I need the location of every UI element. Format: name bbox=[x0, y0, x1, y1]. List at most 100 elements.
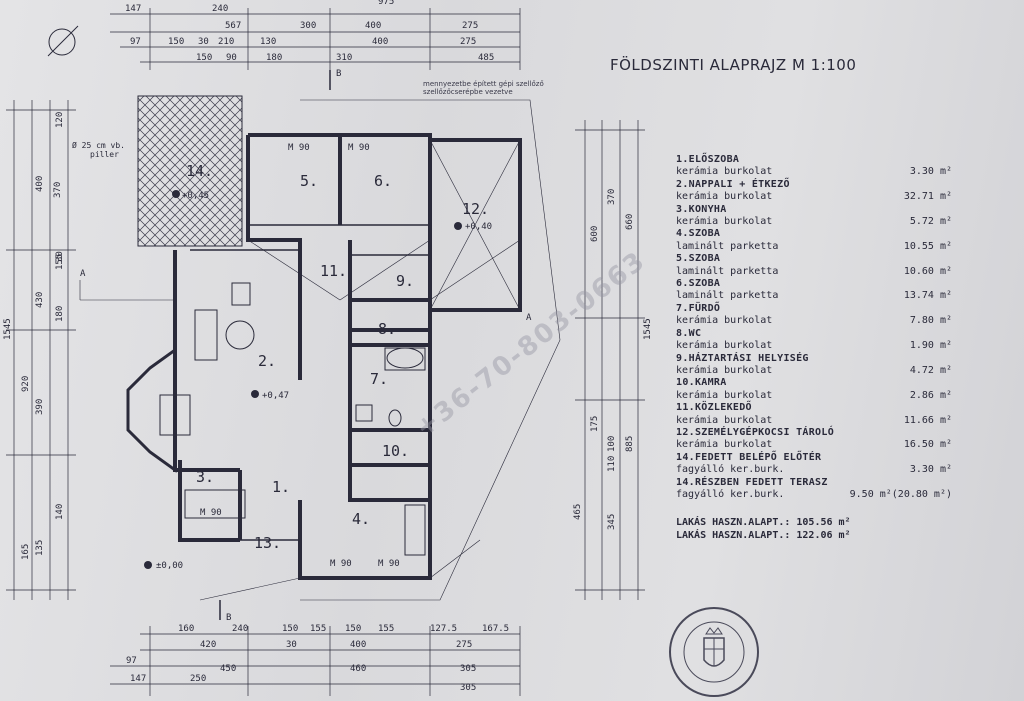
legend-room-finish: kerámia burkolat bbox=[676, 216, 773, 228]
legend-room-area: 9.50 m²(20.80 m²) bbox=[849, 488, 952, 500]
dim-label: 175 bbox=[590, 416, 600, 432]
dim-label: 167.5 bbox=[482, 624, 509, 634]
legend-room-finish-row: fagyálló ker.burk. 9.50 m²(20.80 m²) bbox=[676, 489, 956, 501]
dim-label: 30 bbox=[55, 251, 65, 262]
legend-room-finish: laminált parketta bbox=[676, 290, 779, 302]
legend-room-area: 32.71 m² bbox=[903, 191, 952, 203]
dim-label: 485 bbox=[478, 53, 494, 63]
dim-label: 150 bbox=[345, 624, 361, 634]
dim-label: 275 bbox=[456, 640, 472, 650]
legend-total-row: LAKÁS HASZN.ALAPT.: 105.56 m² bbox=[676, 517, 956, 529]
dim-label: 135 bbox=[35, 540, 45, 556]
door-marks: M 90 M 90 M 90 M 90 M 90 bbox=[200, 143, 400, 569]
dim-label: 305 bbox=[460, 664, 476, 674]
dim-label: 150 bbox=[168, 37, 184, 47]
door-mark: M 90 bbox=[378, 559, 400, 569]
level-mark: +0,40 bbox=[465, 222, 492, 232]
room-number: 13. bbox=[254, 534, 281, 552]
legend-room-finish: fagyálló ker.burk. bbox=[676, 488, 785, 500]
door-mark: M 90 bbox=[200, 508, 222, 518]
legend-room-finish-row: kerámia burkolat 11.66 m² bbox=[676, 415, 956, 427]
legend-total-value: 105.56 m² bbox=[796, 517, 851, 529]
room-number: 5. bbox=[300, 172, 318, 190]
right-dimension-lines bbox=[575, 120, 645, 600]
section-marker-b: B bbox=[226, 613, 231, 623]
legend-room-area: 7.80 m² bbox=[909, 315, 952, 327]
section-marker-a: A bbox=[80, 269, 86, 279]
note-line: mennyezetbe épített gépi szellőző bbox=[423, 80, 544, 88]
legend-room-name: 10.KAMRA bbox=[676, 377, 727, 389]
room-number: 9. bbox=[396, 272, 414, 290]
dim-label: 97 bbox=[126, 656, 137, 666]
door-mark: M 90 bbox=[288, 143, 310, 153]
living-table bbox=[159, 282, 255, 436]
legend-room-name: 5.SZOBA bbox=[676, 253, 721, 265]
legend-room-finish-row: kerámia burkolat 5.72 m² bbox=[676, 216, 956, 228]
dim-label: 305 bbox=[460, 683, 476, 693]
dim-label: 465 bbox=[573, 504, 583, 520]
legend-room-finish: kerámia burkolat bbox=[676, 414, 773, 426]
drawing-title: FÖLDSZINTI ALAPRAJZ M 1:100 bbox=[610, 56, 857, 74]
dim-label: 1545 bbox=[643, 318, 653, 340]
dim-label: 90 bbox=[226, 53, 237, 63]
dim-label: 100 bbox=[607, 436, 617, 452]
legend-room-area: 2.86 m² bbox=[909, 389, 952, 401]
dim-label: 155 bbox=[55, 254, 65, 270]
bay-window bbox=[126, 347, 177, 473]
legend-room-area: 4.72 m² bbox=[909, 364, 952, 376]
room-number: 3. bbox=[196, 468, 214, 486]
bottom-dimension-lines bbox=[110, 626, 521, 696]
right-dimension-labels: 600 370 660 1545 465 345 885 175 100 110 bbox=[573, 189, 653, 530]
door-mark: M 90 bbox=[348, 143, 370, 153]
legend-room-name: 9.HÁZTARTÁSI HELYISÉG bbox=[676, 352, 809, 364]
legend-room-finish-row: laminált parketta 13.74 m² bbox=[676, 290, 956, 302]
dim-label: 975 bbox=[378, 0, 394, 7]
dim-label: 1545 bbox=[3, 318, 13, 340]
legend-room-area: 1.90 m² bbox=[909, 340, 952, 352]
room-number: 4. bbox=[352, 510, 370, 528]
dim-label: 460 bbox=[350, 664, 366, 674]
terrace-hatch bbox=[137, 95, 243, 247]
dim-label: 30 bbox=[198, 37, 209, 47]
legend-room-finish: laminált parketta bbox=[676, 265, 779, 277]
dim-label: 155 bbox=[378, 624, 394, 634]
dim-label: 165 bbox=[21, 544, 31, 560]
legend-room-area: 5.72 m² bbox=[909, 216, 952, 228]
legend-room-name: 11.KÖZLEKEDŐ bbox=[676, 402, 752, 414]
room-number: 14. bbox=[186, 162, 213, 180]
dim-label: 250 bbox=[190, 674, 206, 684]
dim-label: 30 bbox=[286, 640, 297, 650]
building-walls bbox=[173, 133, 522, 580]
dim-label: 600 bbox=[590, 226, 600, 242]
dim-label: 150 bbox=[282, 624, 298, 634]
dim-label: 140 bbox=[55, 504, 65, 520]
room-number: 1. bbox=[272, 478, 290, 496]
legend-room-name: 8.WC bbox=[676, 327, 702, 339]
legend-total-label: LAKÁS HASZN.ALAPT.: bbox=[676, 517, 791, 529]
legend-total-value: 122.06 m² bbox=[796, 529, 851, 541]
legend-room-finish: laminált parketta bbox=[676, 240, 779, 252]
legend-room-area: 13.74 m² bbox=[903, 290, 952, 302]
dim-label: 400 bbox=[350, 640, 366, 650]
dim-label: 400 bbox=[365, 21, 381, 31]
legend-room-finish: kerámia burkolat bbox=[676, 191, 773, 203]
dim-label: 130 bbox=[260, 37, 276, 47]
legend-total-row: LAKÁS HASZN.ALAPT.:122.06 m² bbox=[676, 530, 956, 542]
note-line: szellőzőcserépbe vezetve bbox=[423, 88, 513, 96]
roof-outline bbox=[79, 99, 561, 601]
legend-room-area: 11.66 m² bbox=[903, 414, 952, 426]
top-dimension-labels: 147 240 975 97 150 30 210 130 400 275 56… bbox=[125, 0, 494, 63]
dim-label: 210 bbox=[218, 37, 234, 47]
dim-label: 300 bbox=[300, 21, 316, 31]
dim-label: 160 bbox=[178, 624, 194, 634]
legend-room-finish: kerámia burkolat bbox=[676, 364, 773, 376]
dim-label: 370 bbox=[607, 189, 617, 205]
level-mark: +0,45 bbox=[182, 191, 209, 201]
dim-label: 240 bbox=[212, 4, 228, 14]
dim-label: 390 bbox=[35, 399, 45, 415]
legend-room-name: 7.FÜRDŐ bbox=[676, 302, 721, 314]
dim-label: 97 bbox=[130, 37, 141, 47]
